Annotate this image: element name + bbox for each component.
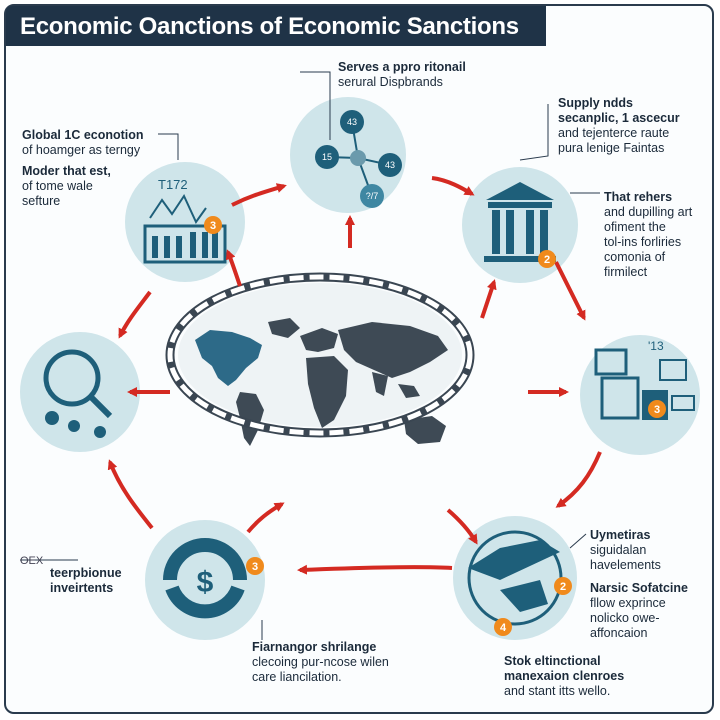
label-bottom-right-line1: siguidalan [590,543,647,557]
label-bottom-right: Uymetiras siguidalan havelements Narsic … [590,528,688,641]
label-top-line1: serural Dispbrands [338,75,443,89]
label-right: That rehers and dupilling art ofiment th… [604,190,692,280]
page-title: Economic Oanctions of Economic Sanctions [20,13,519,40]
node-bottom [145,520,265,640]
label-bottom-right-line2: havelements [590,558,661,572]
label-bottom-heading: Fiarnangor shrilange [252,640,377,654]
dollar-icon: $ [197,566,214,599]
label-top-left: Global 1C econotion of hoamger as terngy… [22,128,144,209]
label-left-bottom-heading: teerpbionue [50,566,122,580]
label-top-right-line3: pura lenige Faintas [558,141,665,155]
right-node-label: '13 [648,339,664,353]
node-top-left [125,162,245,282]
label-top-left-line1: of hoamger as terngy [22,143,141,157]
label-top-left-heading2: Moder that est, [22,164,111,178]
label-bottom-line1: clecoing pur-ncose wilen [252,655,389,669]
label-top-right-heading: Supply ndds [558,96,633,110]
label-top-right-line2: and tejenterce raute [558,126,670,140]
top-left-chart-text: T172 [158,177,188,192]
label-right-line3: tol-ins forliries [604,235,682,249]
top-node-number-2: 15 [322,152,332,162]
node-right [580,335,700,455]
label-bottom-far-line2: and stant itts wello. [504,684,611,698]
title-bar: Economic Oanctions of Economic Sanctions [6,6,546,46]
node-top [290,97,406,213]
label-top-left-heading1: Global 1C econotion [22,128,144,142]
label-bottom-line2: care liancilation. [252,670,342,684]
label-top: Serves a ppro ritonail serural Dispbrand… [338,60,466,90]
label-top-heading: Serves a ppro ritonail [338,60,466,74]
label-bottom-right-line5: affoncaion [590,626,648,640]
badge-bottom-right-2: 4 [500,622,507,634]
badge-right: 3 [654,404,660,416]
label-top-left-line3: sefture [22,194,61,208]
label-top-left-line2: of tome wale [22,179,93,193]
label-bottom-right-heading2: Narsic Sofatcine [590,581,688,595]
top-node-number-3: 43 [385,160,395,170]
badge-bottom: 3 [252,561,258,573]
label-left-bottom-corner: OEX [20,555,44,567]
label-top-right: Supply ndds secanplic, 1 ascecur and tej… [558,96,680,156]
top-node-number-1: 43 [347,117,357,127]
label-bottom-far-heading: Stok eltinctional [504,654,601,668]
label-left-bottom: OEX teerpbionue inveirtents [20,555,122,596]
leader-lines [20,71,600,640]
label-bottom-far: Stok eltinctional manexaion clenroes and… [504,654,624,699]
label-bottom: Fiarnangor shrilange clecoing pur-ncose … [252,640,389,685]
world-map [178,283,462,446]
label-right-heading: That rehers [604,190,673,204]
node-top-right [462,167,578,283]
label-right-line5: firmilect [604,265,648,279]
badge-top-left: 3 [210,220,216,232]
badge-bottom-right-1: 2 [560,581,566,593]
cycle-arrows [107,176,602,575]
label-bottom-right-line3: fllow exprince [590,596,666,610]
label-bottom-right-line4: nolicko owe- [590,611,660,625]
label-right-line4: comonia of [604,250,666,264]
label-top-right-line1: secanplic, 1 ascecur [558,111,680,125]
chain-ring [165,272,475,438]
badge-top-right: 2 [544,254,550,266]
number-badges [204,216,666,636]
label-bottom-right-heading1: Uymetiras [590,528,651,542]
label-right-line2: ofiment the [604,220,666,234]
label-bottom-far-line1: manexaion clenroes [504,669,625,683]
node-bottom-right [453,516,577,640]
label-left-bottom-line1: inveirtents [50,581,114,595]
node-left [20,332,140,452]
label-right-line1: and dupilling art [604,205,693,219]
top-node-number-4: ?/7 [366,191,379,201]
